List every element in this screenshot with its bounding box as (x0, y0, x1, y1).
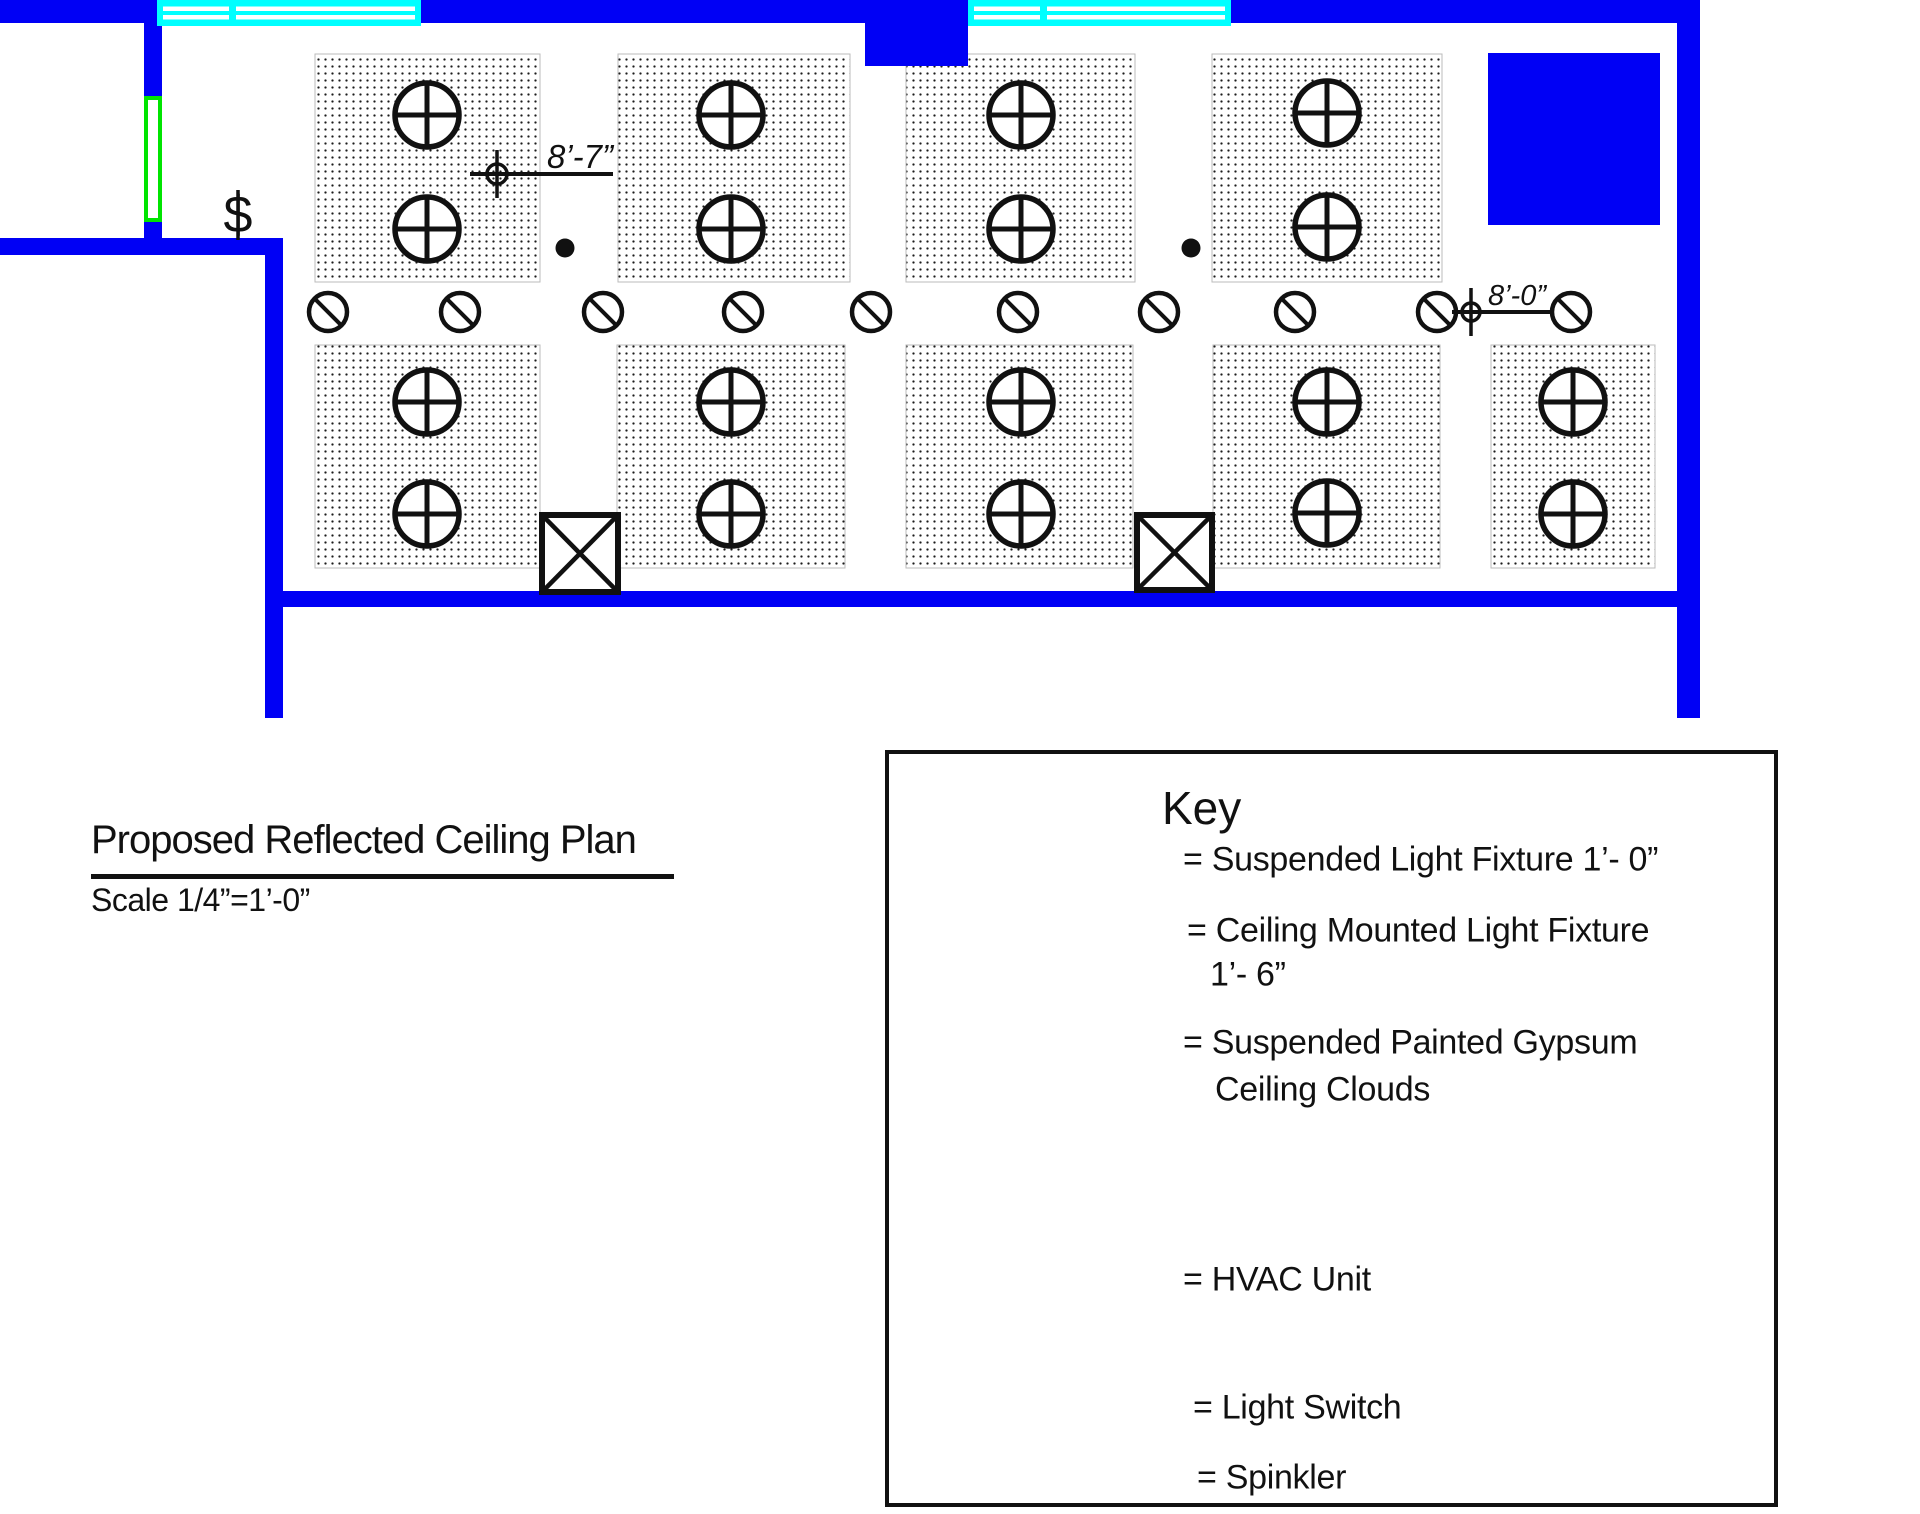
ceiling-cloud (616, 344, 846, 569)
key-label-hvac-unit: = HVAC Unit (1183, 1260, 1371, 1299)
ceiling-panel (1488, 53, 1660, 225)
wall-segment (265, 238, 283, 718)
ceiling-mounted-light-fixture (392, 367, 462, 437)
ceiling-mounted-light-fixture (696, 194, 766, 264)
key-box: Key = Suspended Light Fixture 1’- 0” = C… (885, 750, 1778, 1507)
ceiling-mounted-light-fixture (1292, 78, 1362, 148)
ceiling-mounted-light-fixture (986, 80, 1056, 150)
ceiling-mounted-light-fixture (1292, 478, 1362, 548)
hvac-unit (539, 512, 621, 595)
ceiling-cloud (314, 344, 541, 569)
ceiling-mounted-light-fixture (1292, 192, 1362, 262)
ceiling-mounted-light-fixture (392, 80, 462, 150)
ceiling-mounted-light-fixture (1292, 367, 1362, 437)
ceiling-mounted-light-fixture (696, 80, 766, 150)
light-switch-symbol: $ (224, 186, 253, 244)
sprinkler-dot (555, 238, 575, 258)
suspended-light-fixture (996, 290, 1040, 334)
ceiling-mounted-light-fixture (1538, 479, 1608, 549)
window (157, 0, 421, 26)
ceiling-mounted-light-fixture (986, 479, 1056, 549)
ceiling-cloud (1490, 344, 1656, 569)
dimension-label: 8’-0” (1488, 280, 1547, 312)
key-label-ceiling-mounted: = Ceiling Mounted Light Fixture (1187, 911, 1650, 950)
key-title: Key (1162, 782, 1242, 834)
suspended-light-fixture (438, 290, 482, 334)
suspended-light-fixture (1415, 290, 1459, 334)
wall-segment (0, 0, 157, 23)
key-label-sprinkler: = Spinkler (1197, 1458, 1347, 1497)
ceiling-cloud (905, 344, 1134, 569)
ceiling-mounted-light-fixture (1538, 367, 1608, 437)
suspended-light-fixture (1137, 290, 1181, 334)
key-label-ceiling-cloud: = Suspended Painted Gypsum (1183, 1023, 1638, 1062)
dimension-callout: 8’-0” (1452, 280, 1552, 336)
suspended-light-fixture (1273, 290, 1317, 334)
wall-segment (265, 591, 1700, 607)
key-label-ceiling-cloud-2: Ceiling Clouds (1215, 1070, 1431, 1109)
suspended-light-fixture (1549, 290, 1593, 334)
wall-segment (865, 0, 968, 66)
key-label-light-switch: = Light Switch (1193, 1388, 1402, 1427)
dimension-callout: 8’-7” (470, 138, 615, 198)
ceiling-mounted-light-fixture (986, 367, 1056, 437)
ceiling-cloud (314, 53, 541, 283)
ceiling-mounted-light-fixture (392, 194, 462, 264)
ceiling-cloud (1212, 344, 1441, 569)
hvac-unit (1134, 512, 1215, 593)
plan-scale-label: Scale 1/4”=1’-0” (91, 882, 310, 918)
wall-segment (144, 23, 162, 96)
ceiling-cloud (617, 53, 851, 283)
wall-segment (144, 222, 162, 255)
ceiling-cloud (1211, 53, 1443, 283)
ceiling-mounted-light-fixture (696, 367, 766, 437)
wall-segment (0, 238, 283, 255)
dimension-label: 8’-7” (547, 138, 615, 175)
plan-title-underline (91, 874, 674, 879)
plan-title: Proposed Reflected Ceiling Plan (91, 818, 637, 862)
window (968, 0, 1231, 26)
suspended-light-fixture (306, 290, 350, 334)
suspended-light-fixture (849, 290, 893, 334)
ceiling-cloud (905, 53, 1136, 283)
ceiling-mounted-light-fixture (986, 194, 1056, 264)
ceiling-mounted-light-fixture (392, 479, 462, 549)
suspended-light-fixture (581, 290, 625, 334)
sprinkler-dot (1181, 238, 1201, 258)
svg-text:$: $ (224, 186, 253, 244)
suspended-light-fixture (721, 290, 765, 334)
door (144, 96, 162, 222)
wall-segment (1677, 0, 1700, 718)
key-label-suspended-light: = Suspended Light Fixture 1’- 0” (1183, 840, 1659, 879)
key-label-ceiling-mounted-size: 1’- 6” (1210, 955, 1286, 994)
wall-segment (1231, 0, 1700, 23)
ceiling-mounted-light-fixture (696, 479, 766, 549)
wall-segment (421, 0, 968, 23)
